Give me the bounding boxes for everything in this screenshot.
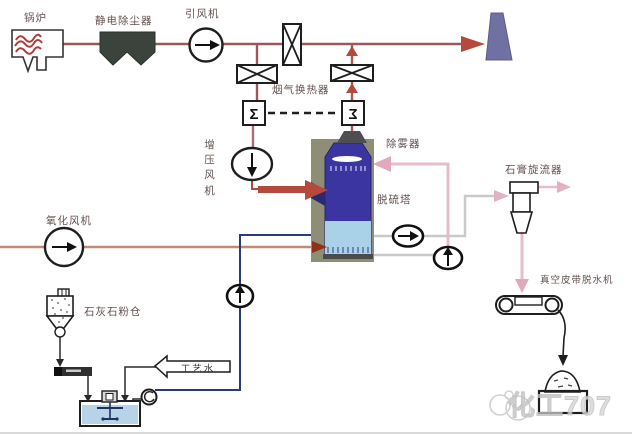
slurry-feed-pump bbox=[225, 283, 255, 309]
mist-eliminator-label: 除雾器 bbox=[386, 138, 421, 150]
ggh-right-unit: Σ bbox=[341, 100, 365, 126]
mist-eliminator-element bbox=[332, 156, 362, 162]
boiler-coil-icon bbox=[14, 33, 43, 55]
oxidation-air-arrowhead bbox=[312, 241, 327, 253]
pump-arrow-icon bbox=[443, 247, 453, 255]
spray-nozzles bbox=[330, 166, 366, 171]
gypsum-cyclone bbox=[509, 181, 539, 234]
flue-gas-inlet-arrow bbox=[258, 180, 328, 200]
overflow-arrowhead bbox=[557, 181, 571, 193]
heat-exchanger-symbol-icon: Σ bbox=[348, 106, 357, 123]
gypsum-bin bbox=[537, 389, 589, 415]
limestone-silo-label: 石灰石粉仓 bbox=[84, 306, 142, 318]
process-water-label: 工艺水 bbox=[180, 364, 216, 375]
vacuum-belt-label: 真空皮带脱水机 bbox=[540, 275, 614, 286]
pump-arrow-icon bbox=[410, 231, 419, 241]
electrostatic-precipitator bbox=[99, 31, 156, 66]
circulation-pump bbox=[432, 245, 464, 271]
heat-exchanger-symbol-icon: Σ bbox=[249, 106, 258, 123]
pool-agitation-ticks bbox=[327, 247, 369, 253]
tower-base bbox=[323, 254, 373, 259]
cake-discharge-arrowhead bbox=[558, 355, 568, 366]
absorber-tower bbox=[311, 131, 374, 262]
recirculation-line bbox=[371, 156, 450, 257]
recirculation-arrowhead bbox=[373, 156, 391, 172]
gypsum-cyclone-label: 石膏旋流器 bbox=[505, 164, 563, 176]
booster-fan bbox=[230, 146, 274, 182]
belt-pulley bbox=[498, 297, 514, 313]
belt-pulley bbox=[544, 297, 560, 313]
screw-feeder bbox=[54, 367, 92, 376]
absorber-tower-label: 脱硫塔 bbox=[377, 194, 412, 206]
oxidation-fan bbox=[43, 226, 85, 268]
limestone-silo bbox=[45, 288, 75, 338]
gypsum-discharge-pump bbox=[391, 224, 425, 248]
tower-hood bbox=[337, 131, 367, 143]
oxidation-fan-label: 氧化风机 bbox=[46, 215, 92, 227]
ggh-label: 烟气换热器 bbox=[272, 84, 330, 96]
main-duct-damper bbox=[282, 23, 302, 66]
watermark-text: 化工707 bbox=[507, 391, 613, 422]
clean-gas-arrowheads bbox=[346, 46, 358, 93]
id-fan bbox=[188, 27, 224, 63]
inlet-damper bbox=[236, 64, 278, 84]
gypsum-pile bbox=[537, 370, 589, 415]
underflow-arrowhead bbox=[515, 279, 529, 293]
fan-arrow-icon bbox=[247, 167, 257, 177]
powder-dots bbox=[51, 298, 70, 323]
watermark-logo bbox=[489, 390, 531, 421]
rotary-valve bbox=[54, 326, 66, 338]
tank-discharge-pump bbox=[140, 388, 158, 406]
utility-arrowheads bbox=[56, 359, 129, 402]
fan-arrow-icon bbox=[67, 242, 77, 252]
outlet-damper bbox=[330, 64, 374, 82]
pump-arrow-icon bbox=[235, 285, 245, 293]
fan-arrow-icon bbox=[210, 40, 220, 50]
boiler-label: 锅炉 bbox=[24, 12, 47, 24]
stack-gas-arrowhead bbox=[461, 36, 485, 52]
cyclone-streams bbox=[515, 181, 571, 293]
chimney bbox=[485, 12, 513, 61]
vacuum-belt-machine bbox=[495, 295, 568, 366]
slurry-tank bbox=[79, 390, 141, 427]
process-water-arrow bbox=[153, 354, 231, 379]
vacuum-box bbox=[514, 296, 543, 306]
boiler bbox=[11, 29, 64, 74]
esp-label: 静电除尘器 bbox=[95, 15, 153, 27]
ggh-left-unit: Σ bbox=[242, 100, 266, 126]
id-fan-label: 引风机 bbox=[185, 8, 220, 20]
cyclone-inlet-arrowhead bbox=[494, 190, 509, 202]
booster-fan-label: 增压风机 bbox=[204, 139, 215, 197]
